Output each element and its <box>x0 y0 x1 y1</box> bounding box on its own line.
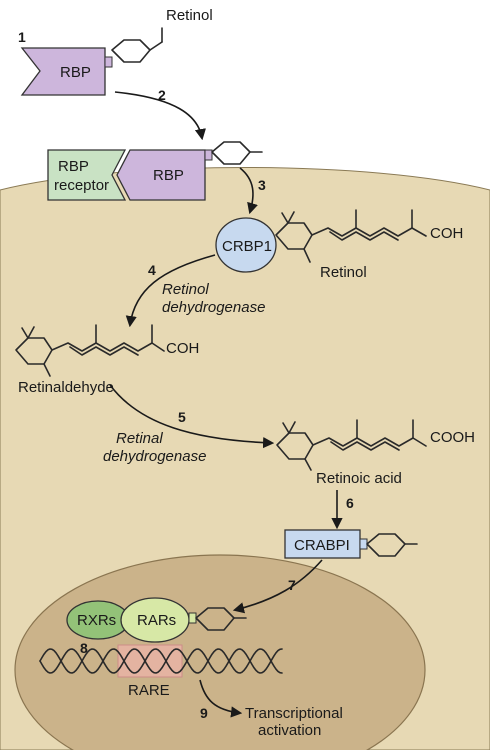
crbp1-label: CRBP1 <box>222 238 272 255</box>
step-1-label: 1 <box>18 29 26 45</box>
retinoic-acid-molecule <box>276 419 427 471</box>
step-5-arrow <box>109 384 275 449</box>
enzyme-retinol-dehydrogenase-line2: dehydrogenase <box>162 299 265 316</box>
retinol-ring-icon <box>104 27 163 68</box>
retinol-top-label: Retinol <box>166 7 213 24</box>
rxr-label: RXRs <box>77 612 116 629</box>
rbp-receptor <box>47 149 127 201</box>
step-7-arrow <box>232 559 323 614</box>
retinol-molecule <box>275 209 427 263</box>
retinoic-acid-bound-icon <box>188 607 247 631</box>
step-2-arrow <box>114 91 206 141</box>
retinoic-acid-ring-icon <box>359 533 418 557</box>
crabp-label: CRABPI <box>294 537 350 554</box>
rbp-receptor-label-line2: receptor <box>54 177 109 194</box>
crbp1-protein <box>215 217 277 273</box>
retinaldehyde-group: COH <box>166 340 199 357</box>
rbp-bound-label: RBP <box>153 167 184 184</box>
retinoic-acid-group: COOH <box>430 429 475 446</box>
step-6-label: 6 <box>346 495 354 511</box>
dna-double-helix <box>39 648 283 674</box>
enzyme-retinal-dehydrogenase-line1: Retinal <box>116 430 163 447</box>
rar-label: RARs <box>137 612 176 629</box>
step-3-arrow <box>239 167 258 215</box>
retinol-ring-bound-icon <box>204 141 263 165</box>
step-4-label: 4 <box>148 262 156 278</box>
step-4-arrow <box>125 254 216 328</box>
enzyme-retinal-dehydrogenase-line2: dehydrogenase <box>103 448 206 465</box>
retinol-molecule-label: Retinol <box>320 264 367 281</box>
step-2-label: 2 <box>158 87 166 103</box>
step-9-label: 9 <box>200 705 208 721</box>
retinaldehyde-molecule <box>15 324 165 377</box>
nucleus <box>14 554 426 750</box>
rbp-label: RBP <box>60 64 91 81</box>
rbp-receptor-label-line1: RBP <box>58 158 89 175</box>
transcriptional-activation-line1: Transcriptional <box>245 705 343 722</box>
rare-label: RARE <box>128 682 170 699</box>
retinaldehyde-label: Retinaldehyde <box>18 379 114 396</box>
rbp-protein <box>20 47 106 96</box>
retinol-molecule-group: COH <box>430 225 463 242</box>
step-7-label: 7 <box>288 577 296 593</box>
retinoic-acid-label: Retinoic acid <box>316 470 402 487</box>
crabp-protein <box>284 529 361 559</box>
enzyme-retinol-dehydrogenase-line1: Retinol <box>162 281 209 298</box>
step-8-label: 8 <box>80 640 88 656</box>
rare-element-box <box>117 644 183 678</box>
transcriptional-activation-line2: activation <box>258 722 321 739</box>
rbp-bound-protein <box>116 149 206 201</box>
step-5-label: 5 <box>178 409 186 425</box>
step-3-label: 3 <box>258 177 266 193</box>
step-9-arrow <box>199 679 243 718</box>
